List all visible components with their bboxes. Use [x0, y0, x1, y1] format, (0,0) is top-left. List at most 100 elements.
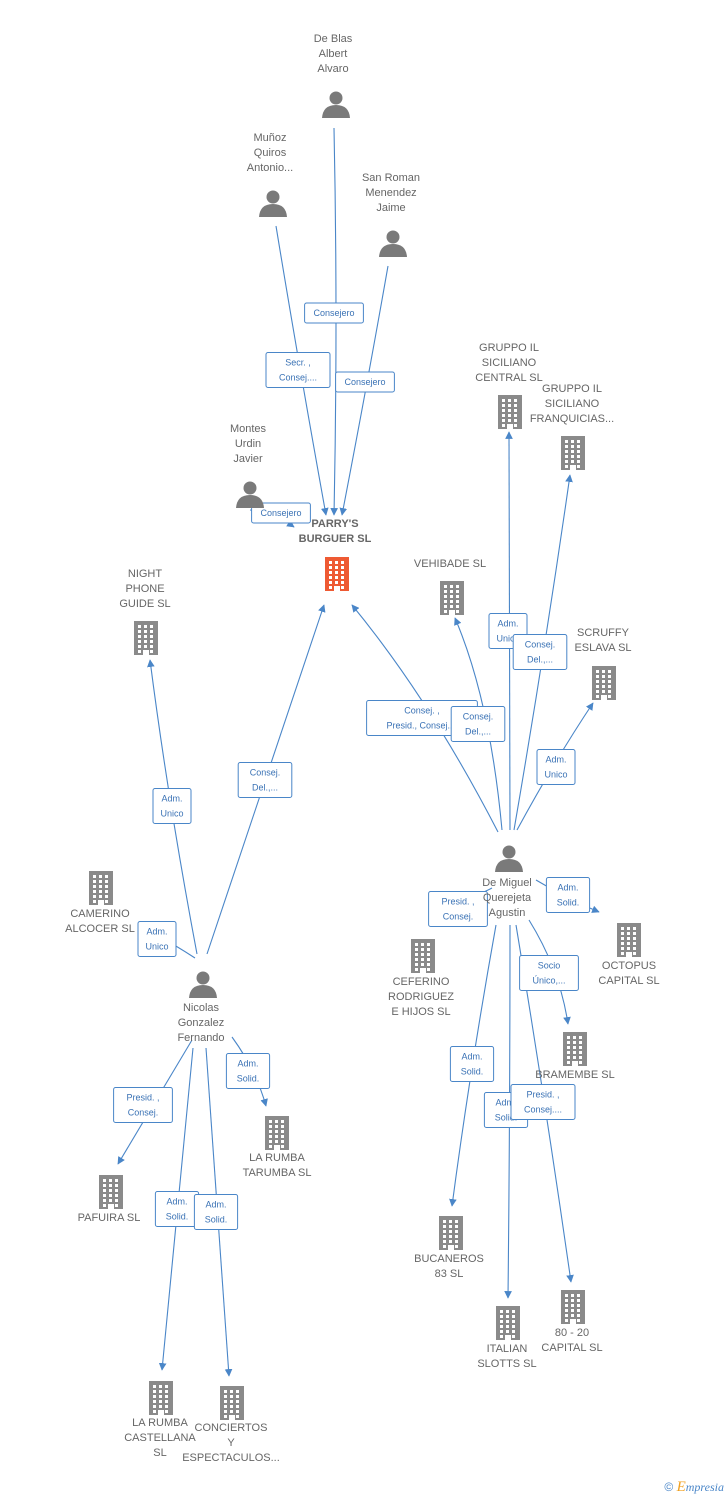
node-label: PHONE — [125, 583, 164, 595]
node-vehibade[interactable]: VEHIBADE SL — [414, 558, 486, 615]
relation-badge-box — [450, 706, 506, 742]
relation-label: Adm. — [161, 794, 182, 804]
person-icon — [189, 971, 217, 998]
node-label: CONCIERTOS — [195, 1422, 268, 1434]
node-label: ESPECTACULOS... — [182, 1452, 280, 1464]
relation-badge-demiguel-octopus[interactable]: Adm.Solid. — [545, 877, 591, 913]
node-munoz[interactable]: MuñozQuirosAntonio... — [247, 132, 293, 217]
node-conciertos[interactable]: CONCIERTOSYESPECTACULOS... — [182, 1386, 280, 1464]
node-label: RODRIGUEZ — [388, 991, 454, 1003]
relation-badge-box — [428, 891, 488, 927]
node-label: San Roman — [362, 172, 420, 184]
relation-badge-nicolas-conciertos[interactable]: Adm.Solid. — [193, 1194, 239, 1230]
brand-logo-text: mpresia — [685, 1480, 724, 1494]
node-bramembe[interactable]: BRAMEMBE SL — [535, 1032, 615, 1081]
node-camerino[interactable]: CAMERINO ALCOCER SL — [65, 871, 135, 935]
relation-badge-nicolas-pafuira[interactable]: Presid. ,Consej. — [113, 1087, 173, 1123]
node-label: ALCOCER SL — [65, 923, 135, 935]
relation-label: Consej. — [443, 912, 474, 922]
relation-label: Consej. — [463, 712, 494, 722]
node-label: FRANQUICIAS... — [530, 413, 614, 425]
relation-badge-box — [251, 502, 311, 524]
relation-badge-demiguel-ceferino[interactable]: Presid. ,Consej. — [428, 891, 488, 927]
relation-badge-montes-parrys[interactable]: Consejero — [251, 502, 311, 524]
relation-badge-box — [265, 352, 331, 388]
relation-badge-box — [449, 1046, 495, 1082]
node-label: PARRY'S — [311, 518, 358, 530]
relation-label: Presid., Consej.... — [386, 721, 457, 731]
relation-badge-nicolas-parrys[interactable]: Consej.Del.,... — [237, 762, 293, 798]
building-icon — [498, 395, 522, 429]
empresia-footer[interactable]: © Empresia — [664, 1479, 724, 1496]
relation-label: Solid. — [166, 1212, 189, 1222]
relation-label: Adm. — [205, 1200, 226, 1210]
relation-badge-demiguel-gruppofranq[interactable]: Consej.Del.,... — [512, 634, 568, 670]
relation-badge-nicolas-larumbacastellana[interactable]: Adm. Solid. — [154, 1191, 200, 1227]
relation-label: Unico — [544, 770, 567, 780]
relation-label: Consejero — [344, 377, 385, 387]
node-label: NIGHT — [128, 568, 163, 580]
relation-badge-deblas-parrys[interactable]: Consejero — [304, 302, 364, 324]
relation-badge-munoz-parrys[interactable]: Secr. ,Consej.... — [265, 352, 331, 388]
node-label: VEHIBADE SL — [414, 558, 486, 570]
node-label: GRUPPO IL — [479, 342, 539, 354]
relation-badge-nicolas-larumbatarumba[interactable]: Adm.Solid. — [225, 1053, 271, 1089]
node-label: Jaime — [376, 202, 405, 214]
node-label: PAFUIRA SL — [78, 1212, 141, 1224]
node-label: Montes — [230, 423, 267, 435]
relation-label: Solid. — [237, 1074, 260, 1084]
relation-badge-box — [152, 788, 192, 824]
person-icon — [236, 481, 264, 508]
building-icon — [325, 557, 349, 591]
relation-badge-nicolas-nightphone[interactable]: Adm.Unico — [152, 788, 192, 824]
node-label: SL — [153, 1447, 166, 1459]
node-label: GRUPPO IL — [542, 383, 602, 395]
node-label: Muñoz — [253, 132, 286, 144]
node-label: ITALIAN — [487, 1343, 528, 1355]
node-label: OCTOPUS — [602, 960, 656, 972]
node-gruppofranq[interactable]: GRUPPO ILSICILIANOFRANQUICIAS... — [530, 383, 614, 470]
node-label: Javier — [233, 453, 263, 465]
relation-label: Del.,... — [465, 727, 491, 737]
relation-label: Presid. , — [526, 1090, 559, 1100]
relation-badge-demiguel-bucaneros[interactable]: Adm.Solid. — [449, 1046, 495, 1082]
relation-label: Único,... — [532, 976, 565, 986]
relation-label: Secr. , — [285, 358, 311, 368]
relation-label: Consej. , — [404, 706, 440, 716]
building-icon — [265, 1116, 289, 1150]
relation-label: Adm. — [545, 755, 566, 765]
relation-label: Presid. , — [126, 1093, 159, 1103]
relation-badge-demiguel-vehibade[interactable]: Consej. Del.,... — [450, 706, 506, 742]
relation-badge-demiguel-bramembe[interactable]: SocioÚnico,... — [519, 955, 579, 991]
relation-badge-sanroman-parrys[interactable]: Consejero — [335, 371, 395, 393]
building-icon — [440, 581, 464, 615]
node-label: Gonzalez — [178, 1017, 224, 1029]
node-label: Alvaro — [317, 63, 348, 75]
relation-badge-nicolas-camerino[interactable]: Adm.Unico — [137, 921, 177, 957]
relation-badge-demiguel-scruffy[interactable]: Adm. Unico — [536, 749, 576, 785]
relation-label: Adm. — [461, 1052, 482, 1062]
relation-label: Adm. — [166, 1197, 187, 1207]
node-pafuira[interactable]: PAFUIRA SL — [78, 1175, 141, 1224]
relation-badge-demiguel-capital8020[interactable]: Presid. ,Consej.... — [510, 1084, 576, 1120]
node-label: CEFERINO — [393, 976, 450, 988]
node-label: CAMERINO — [70, 908, 130, 920]
relation-label: Consej. — [525, 640, 556, 650]
